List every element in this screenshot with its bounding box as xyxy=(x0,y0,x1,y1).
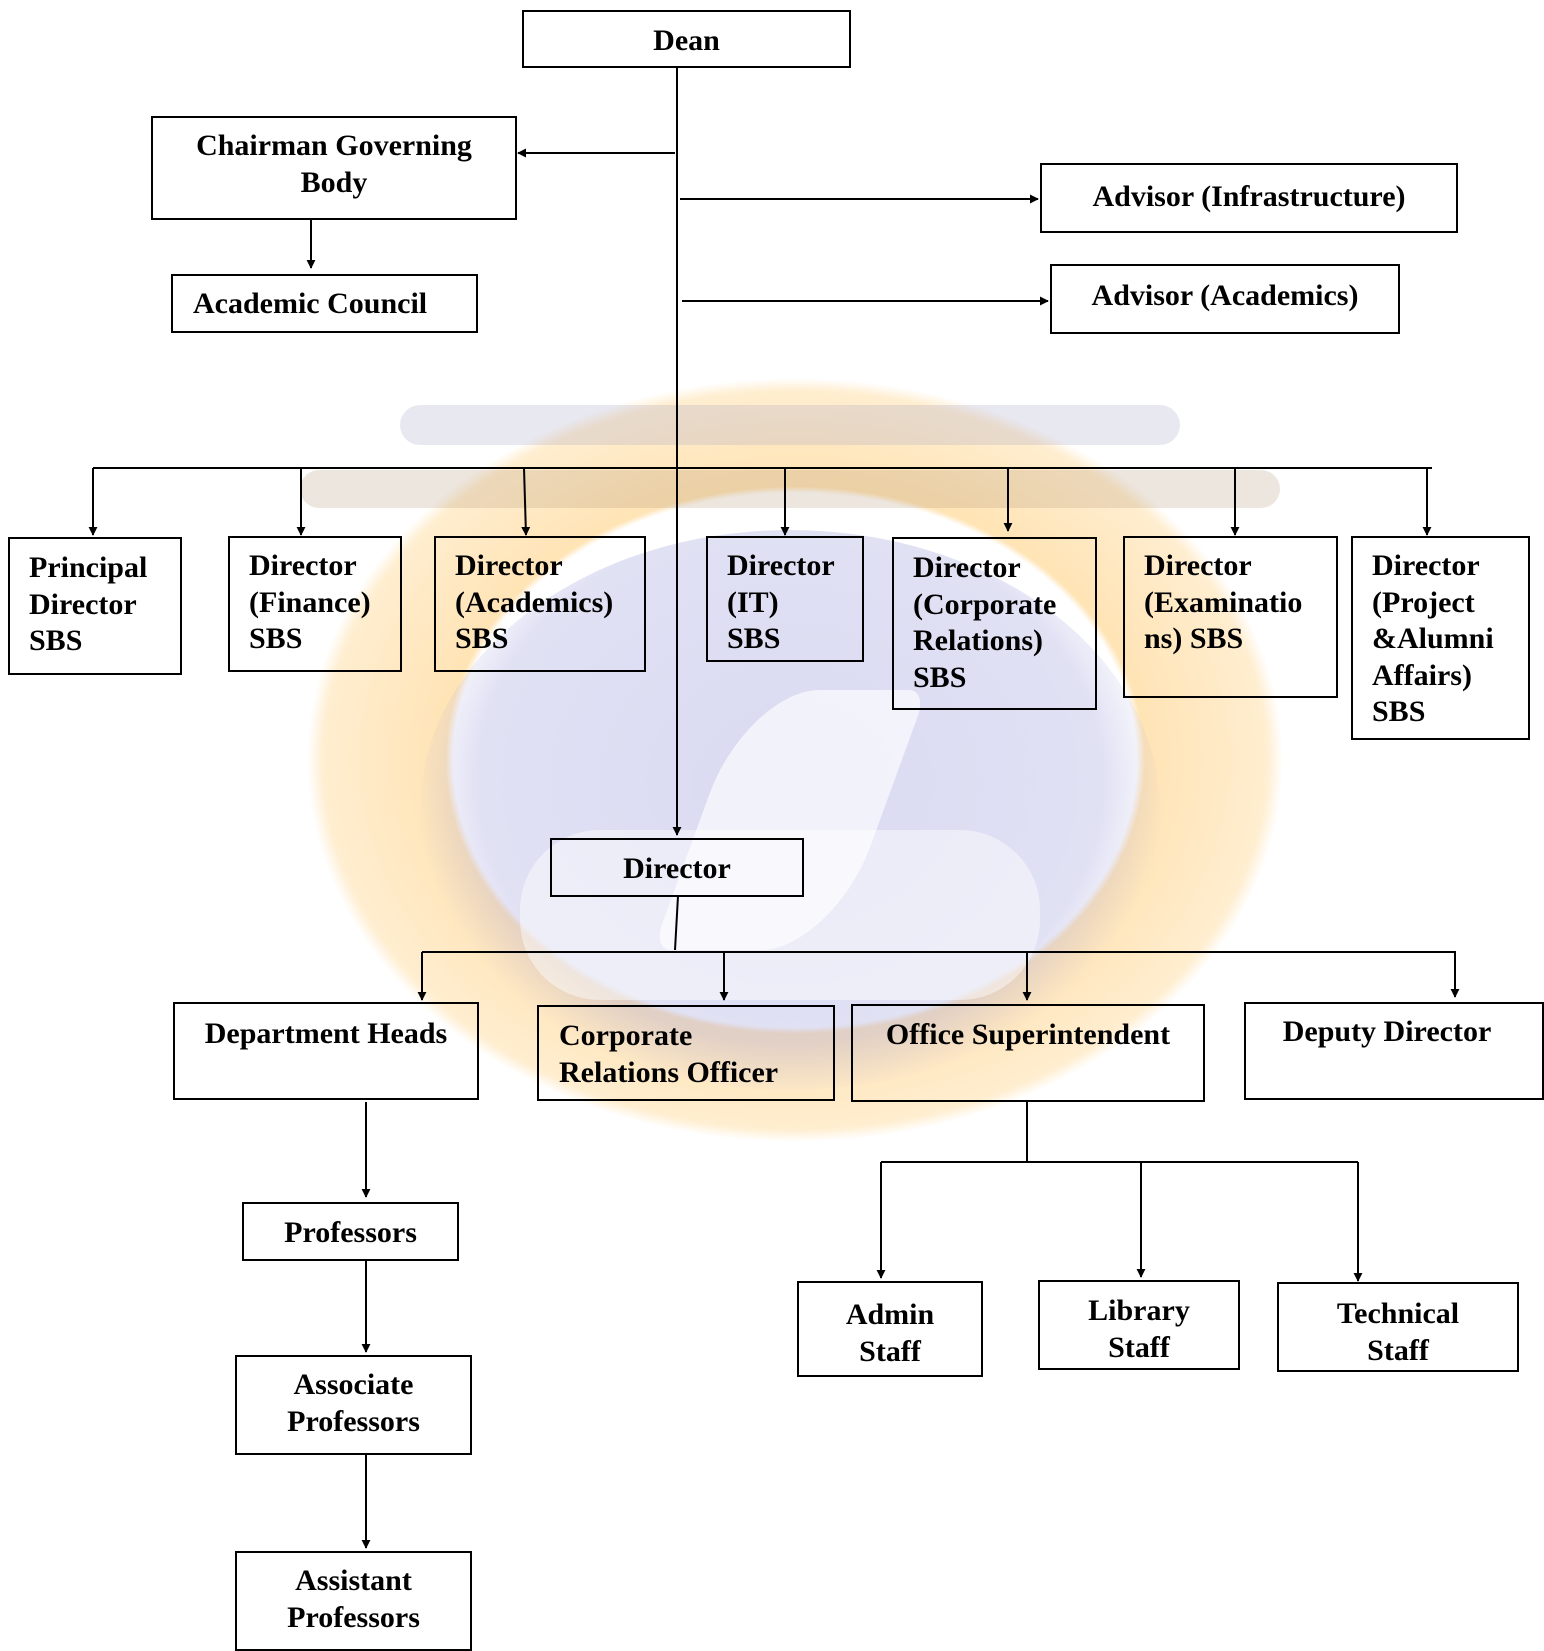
box-line: SBS xyxy=(455,622,509,656)
advisor-academics-box: Advisor (Academics) xyxy=(1050,264,1400,334)
box-line: SBS xyxy=(29,624,83,658)
advisor-infrastructure-label: Advisor (Infrastructure) xyxy=(1092,180,1406,213)
box-line: (Corporate xyxy=(913,587,1057,621)
box-line: Director xyxy=(913,551,1021,584)
box-line: Director xyxy=(1144,549,1252,582)
box-line: SBS xyxy=(727,622,781,656)
office-superintendent-box: Office Superintendent xyxy=(851,1004,1205,1102)
academic-council-box: Academic Council xyxy=(171,274,478,333)
box-line: Director xyxy=(455,549,563,582)
box-line: Professors xyxy=(287,1404,420,1438)
dean-label: Dean xyxy=(653,24,720,57)
dean-box: Dean xyxy=(522,10,851,68)
director-examinations-sbs-box: Director (Examinatio ns) SBS xyxy=(1123,536,1338,698)
box-line: Director xyxy=(1372,549,1480,582)
box-line: SBS xyxy=(913,660,967,694)
box-line: (Finance) xyxy=(249,585,371,619)
department-heads-box: Department Heads xyxy=(173,1002,479,1100)
box-line: Professors xyxy=(287,1600,420,1634)
admin-staff-box: Admin Staff xyxy=(797,1281,983,1377)
professors-label: Professors xyxy=(284,1216,417,1249)
box-line: Technical xyxy=(1336,1297,1460,1330)
box-line: Relations Officer xyxy=(559,1055,779,1089)
office-superintendent-label: Office Superintendent xyxy=(885,1018,1171,1051)
advisor-academics-label: Advisor (Academics) xyxy=(1091,279,1359,312)
professors-box: Professors xyxy=(242,1202,459,1261)
academic-council-label: Academic Council xyxy=(193,287,428,320)
director-academics-sbs-box: Director (Academics) SBS xyxy=(434,536,646,672)
box-line: Assistant xyxy=(295,1564,412,1597)
department-heads-label: Department Heads xyxy=(204,1017,448,1050)
director-box: Director xyxy=(550,838,804,897)
deputy-director-box: Deputy Director xyxy=(1244,1002,1544,1100)
box-line: Corporate xyxy=(559,1019,693,1052)
box-line: Principal xyxy=(29,551,148,584)
advisor-infrastructure-box: Advisor (Infrastructure) xyxy=(1040,163,1458,233)
principal-director-sbs-box: Principal Director SBS xyxy=(8,537,182,675)
box-line: Director xyxy=(727,549,835,582)
box-line: (Examinatio xyxy=(1144,585,1303,619)
director-corporate-relations-sbs-box: Director (Corporate Relations) SBS xyxy=(892,537,1097,710)
chairman-label-line-2: Body xyxy=(300,165,368,199)
box-line: Director xyxy=(29,587,137,621)
box-line: (IT) xyxy=(727,585,779,619)
box-line: ns) SBS xyxy=(1144,622,1244,656)
chairman-label-line-1: Chairman Governing xyxy=(196,129,472,162)
box-line: Director xyxy=(249,549,357,582)
director-label: Director xyxy=(623,852,731,885)
corporate-relations-officer-box: Corporate Relations Officer xyxy=(537,1005,835,1101)
box-line: (Academics) xyxy=(455,585,614,619)
box-line: (Project xyxy=(1372,585,1475,619)
box-line: Library xyxy=(1088,1294,1190,1327)
box-line: Staff xyxy=(859,1334,921,1368)
box-line: Admin xyxy=(845,1298,935,1331)
box-line: Staff xyxy=(1367,1333,1429,1367)
box-line: &Alumni xyxy=(1372,622,1494,656)
box-line: Affairs) xyxy=(1372,658,1472,692)
director-it-sbs-box: Director (IT) SBS xyxy=(706,536,864,662)
box-line: Associate xyxy=(293,1368,414,1401)
assistant-professors-box: Assistant Professors xyxy=(235,1551,472,1651)
director-project-alumni-affairs-sbs-box: Director (Project &Alumni Affairs) SBS xyxy=(1351,536,1530,740)
deputy-director-label: Deputy Director xyxy=(1282,1015,1492,1048)
box-line: Staff xyxy=(1108,1330,1170,1364)
library-staff-box: Library Staff xyxy=(1038,1280,1240,1370)
box-line: SBS xyxy=(249,622,303,656)
director-stem xyxy=(674,895,679,951)
box-line: SBS xyxy=(1372,695,1426,729)
box-line: Relations) xyxy=(913,624,1043,658)
associate-professors-box: Associate Professors xyxy=(235,1355,472,1455)
chairman-governing-body-box: Chairman Governing Body xyxy=(151,116,517,220)
technical-staff-box: Technical Staff xyxy=(1277,1282,1519,1372)
director-finance-sbs-box: Director (Finance) SBS xyxy=(228,536,402,672)
